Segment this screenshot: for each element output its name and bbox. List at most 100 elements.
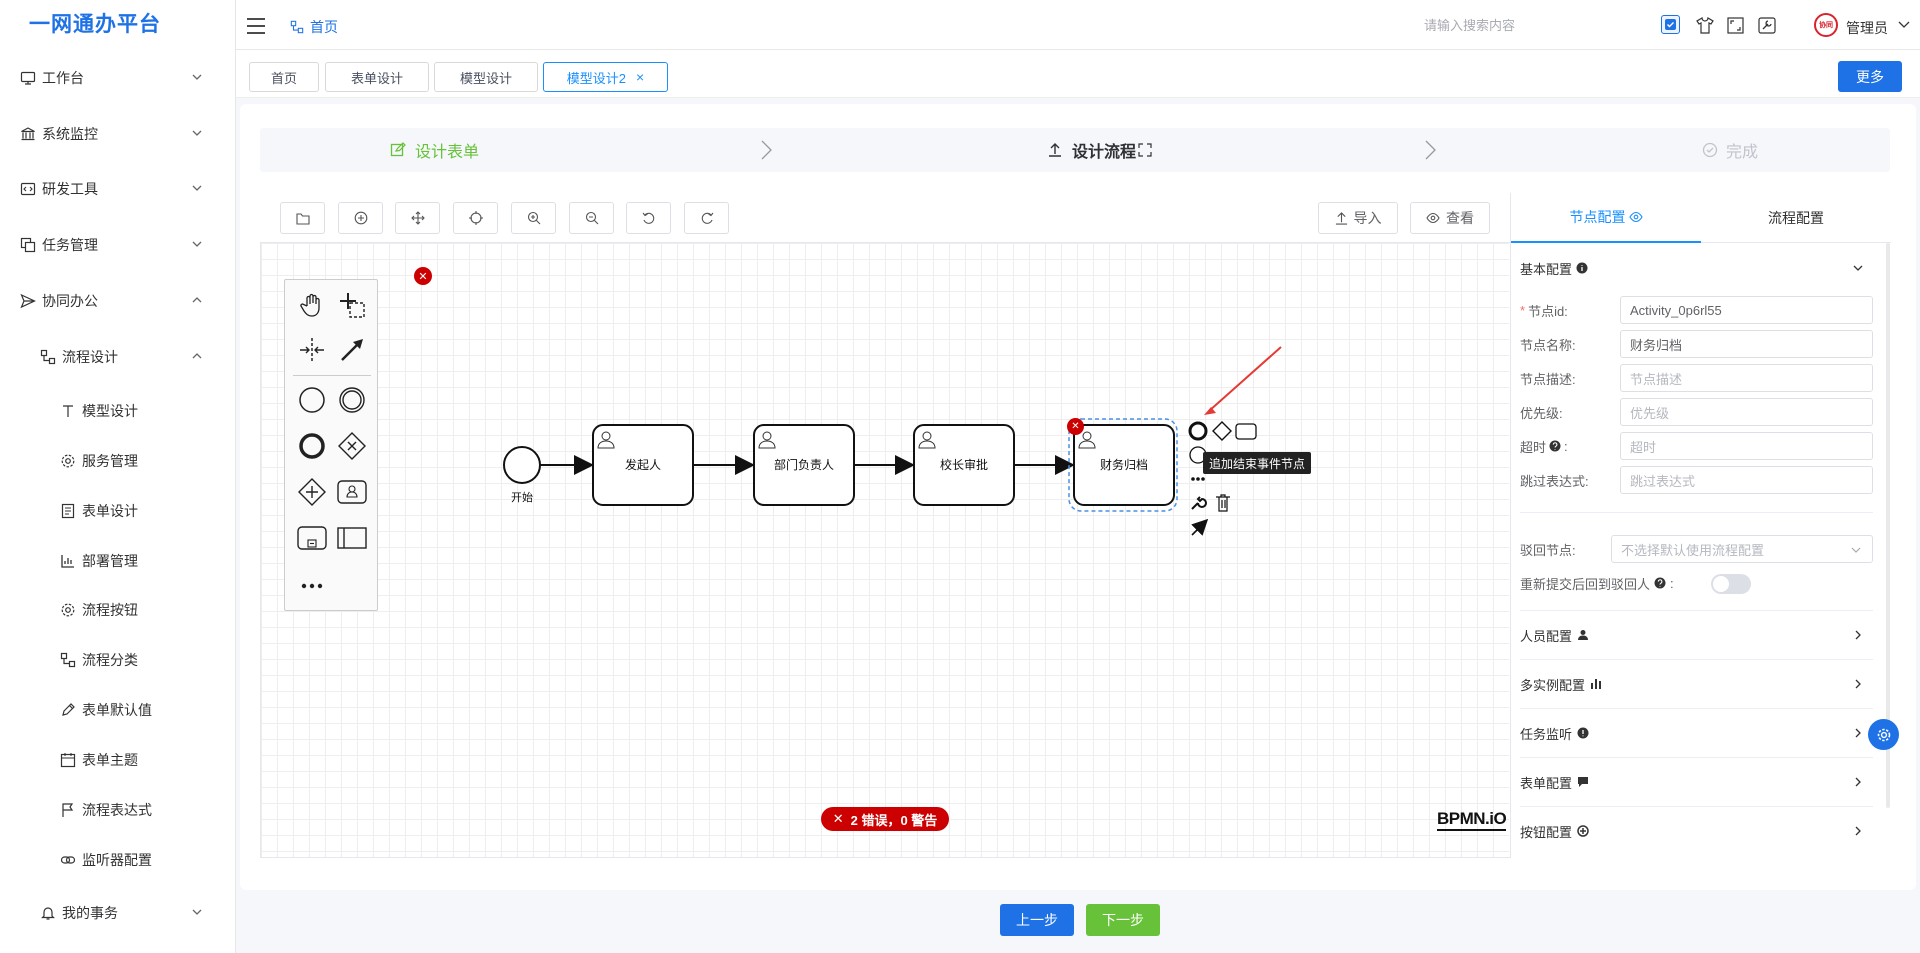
zoom-out-button[interactable] [569, 202, 614, 234]
sidebar-item-flow-buttons[interactable]: 流程按钮 [0, 590, 236, 630]
connect-icon[interactable] [1191, 518, 1209, 536]
section-button-config[interactable]: 按钮配置 [1520, 806, 1873, 855]
lasso-tool[interactable] [334, 287, 370, 323]
section-task-listener[interactable]: 任务监听 [1520, 708, 1873, 757]
sidebar-item-my-affairs[interactable]: 我的事务 [0, 893, 236, 933]
new-button[interactable] [338, 202, 383, 234]
user-task-tool[interactable] [334, 474, 370, 510]
tab-model-design[interactable]: 模型设计 [434, 62, 538, 92]
chevron-down-icon[interactable] [1898, 20, 1910, 30]
node-id-input[interactable]: Activity_0p6rl55 [1620, 296, 1873, 324]
subprocess-tool[interactable] [294, 520, 330, 556]
wrench-box-icon[interactable] [1758, 17, 1776, 34]
reject-node-select[interactable]: 不选择默认使用流程配置 [1611, 535, 1873, 563]
shirt-icon[interactable] [1696, 17, 1714, 34]
view-button[interactable]: 查看 [1410, 202, 1490, 234]
sidebar-item-service[interactable]: 服务管理 [0, 441, 236, 481]
section-form-config[interactable]: 表单配置 [1520, 757, 1873, 806]
breadcrumb[interactable]: 首页 [290, 17, 338, 37]
timeout-input[interactable]: 超时 [1620, 432, 1873, 460]
open-file-button[interactable] [280, 202, 325, 234]
step-design-flow[interactable]: 设计流程 [1047, 128, 1152, 172]
sidebar-item-tasks[interactable]: 任务管理 [0, 225, 236, 265]
avatar[interactable]: 协同 [1814, 13, 1838, 37]
sidebar-item-flow-category[interactable]: 流程分类 [0, 640, 236, 680]
node-desc-input[interactable]: 节点描述 [1620, 364, 1873, 392]
parallel-gateway-tool[interactable] [294, 474, 330, 510]
section-personnel[interactable]: 人员配置 [1520, 610, 1873, 659]
fullscreen-icon[interactable] [1138, 143, 1152, 157]
prev-step-button[interactable]: 上一步 [1000, 904, 1074, 936]
close-icon[interactable]: × [636, 69, 645, 85]
sidebar-item-form-design[interactable]: 表单设计 [0, 491, 236, 531]
start-event-tool[interactable] [294, 382, 330, 418]
more-tools[interactable] [294, 568, 330, 604]
skip-expression-input[interactable]: 跳过表达式 [1620, 466, 1873, 494]
basic-config-header[interactable]: 基本配置 [1520, 258, 1873, 278]
end-event-tool[interactable] [294, 428, 330, 464]
move-button[interactable] [395, 202, 440, 234]
breadcrumb-home[interactable]: 首页 [310, 19, 338, 35]
sidebar-item-form-theme[interactable]: 表单主题 [0, 740, 236, 780]
help-icon[interactable] [1654, 577, 1666, 589]
task-error-icon[interactable]: ✕ [1067, 418, 1084, 435]
resubmit-switch[interactable] [1711, 574, 1751, 594]
sidebar-item-workbench[interactable]: 工作台 [0, 58, 236, 98]
step-design-form[interactable]: 设计表单 [390, 128, 479, 172]
pool-tool[interactable] [334, 520, 370, 556]
priority-input[interactable]: 优先级 [1620, 398, 1873, 426]
error-marker-icon[interactable]: ✕ [414, 267, 432, 285]
user-task[interactable] [913, 424, 1015, 506]
scrollbar[interactable] [1886, 243, 1890, 808]
tab-home[interactable]: 首页 [249, 62, 319, 92]
sidebar-item-devtools[interactable]: 研发工具 [0, 169, 236, 209]
more-icon[interactable] [1191, 477, 1205, 481]
wrench-icon[interactable] [1191, 496, 1207, 510]
user-task[interactable] [592, 424, 694, 506]
sidebar-item-flow-design[interactable]: 流程设计 [0, 337, 236, 377]
sidebar-item-deploy[interactable]: 部署管理 [0, 541, 236, 581]
task-icon[interactable] [1235, 423, 1257, 440]
node-name-input[interactable]: 财务归档 [1620, 330, 1873, 358]
fullscreen-icon[interactable] [1727, 17, 1744, 34]
app-logo[interactable]: 一网通办平台 [29, 13, 161, 36]
more-button[interactable]: 更多 [1838, 61, 1902, 92]
search-input[interactable]: 请输入搜索内容 [1424, 18, 1516, 33]
sidebar-item-flow-expression[interactable]: 流程表达式 [0, 790, 236, 830]
hamburger-icon[interactable] [246, 17, 266, 35]
sidebar-item-listener[interactable]: 监听器配置 [0, 840, 236, 880]
hand-tool[interactable] [294, 287, 330, 323]
help-icon[interactable] [1549, 440, 1561, 452]
select-box-icon[interactable] [1661, 15, 1680, 34]
user-task-selected[interactable] [1073, 424, 1175, 506]
gateway-tool[interactable] [334, 428, 370, 464]
connect-tool[interactable] [334, 332, 370, 368]
sidebar-item-model-design[interactable]: 模型设计 [0, 391, 236, 431]
floating-settings-button[interactable] [1868, 719, 1899, 750]
tab-form-design[interactable]: 表单设计 [325, 62, 429, 92]
space-tool[interactable] [294, 332, 330, 368]
username[interactable]: 管理员 [1846, 20, 1888, 36]
zoom-in-button[interactable] [511, 202, 556, 234]
start-event[interactable] [503, 446, 541, 484]
sidebar-item-monitor[interactable]: 系统监控 [0, 114, 236, 154]
intermediate-event-tool[interactable] [334, 382, 370, 418]
import-button[interactable]: 导入 [1318, 202, 1398, 234]
next-step-button[interactable]: 下一步 [1086, 904, 1160, 936]
lint-error-badge[interactable]: ✕ 2 错误，0 警告 [821, 807, 949, 831]
section-multi-instance[interactable]: 多实例配置 [1520, 659, 1873, 708]
undo-button[interactable] [626, 202, 671, 234]
bpmn-io-logo[interactable]: BPMN.iO [1437, 809, 1507, 831]
gateway-icon[interactable] [1212, 421, 1232, 441]
sidebar-item-collab[interactable]: 协同办公 [0, 281, 236, 321]
step-finish[interactable]: 完成 [1702, 128, 1758, 172]
tab-node-config[interactable]: 节点配置 [1511, 193, 1701, 243]
fit-view-button[interactable] [453, 202, 498, 234]
redo-button[interactable] [684, 202, 729, 234]
trash-icon[interactable] [1216, 494, 1230, 512]
bpmn-canvas[interactable]: ✕ [261, 243, 1509, 857]
end-event-icon[interactable] [1188, 421, 1208, 441]
user-task[interactable] [753, 424, 855, 506]
tab-model-design2[interactable]: 模型设计2 × [543, 62, 668, 92]
sidebar-item-form-default[interactable]: 表单默认值 [0, 690, 236, 730]
